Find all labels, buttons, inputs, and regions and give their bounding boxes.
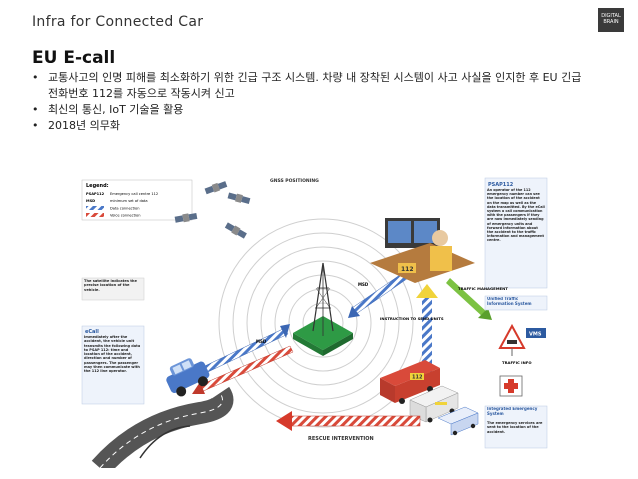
satellite-icon xyxy=(224,222,247,239)
slide-title: EU E-call xyxy=(32,48,116,68)
legend-label-psap: Emergency call centre 112 xyxy=(110,192,158,196)
cell-tower-icon xyxy=(293,262,353,356)
police-car-icon xyxy=(437,406,479,436)
ies-text: The emergency services are sent to the l… xyxy=(487,421,543,434)
traffic-info-label: TRAFFIC INFO xyxy=(502,360,532,365)
msd-label-psap: MSD xyxy=(358,282,369,287)
warning-sign-icon xyxy=(498,323,526,356)
utis-title: Unified Traffic Information System xyxy=(487,297,532,306)
ecall-diagram: Legend: PSAP112 Emergency call centre 11… xyxy=(80,168,550,468)
bullet-list: 교통사고의 인명 피해를 최소화하기 위한 긴급 구조 시스템. 차량 내 장착… xyxy=(32,70,592,134)
psap-box: PSAP112 An operator of the 112 emergency… xyxy=(484,177,548,289)
traffic-management-arrow xyxy=(446,278,492,320)
satellite-icon xyxy=(204,181,228,195)
satellite-icon xyxy=(174,212,198,223)
vms-sign xyxy=(526,328,546,338)
ies-box: Integrated Emergency System The emergenc… xyxy=(484,405,548,449)
bullet-item: 2018년 의무화 xyxy=(32,118,592,134)
ecall-text: Immediately after the accident, the vehi… xyxy=(84,335,141,374)
rescue-intervention-arrow xyxy=(276,411,421,431)
ecall-title: eCall xyxy=(85,329,99,335)
traffic-management-label: TRAFFIC MANAGEMENT xyxy=(458,286,508,291)
bullet-item: 교통사고의 인명 피해를 최소화하기 위한 긴급 구조 시스템. 차량 내 장착… xyxy=(32,70,592,102)
legend-label-voice: Voice connection xyxy=(110,214,141,218)
instruction-label: INSTRUCTION TO SEND UNITS xyxy=(380,316,444,321)
utis-box: Unified Traffic Information System xyxy=(484,295,548,311)
ecall-box: eCall Immediately after the accident, th… xyxy=(81,325,145,405)
truck-badge: 112 xyxy=(412,375,423,381)
bullet-item: 최신의 통신, IoT 기술을 활용 xyxy=(32,102,592,118)
truck-badge-box xyxy=(410,373,424,380)
legend-label-data: Data connection xyxy=(110,207,140,211)
ecall-diagram-svg: Legend: PSAP112 Emergency call centre 11… xyxy=(81,177,548,468)
operator-badge-box xyxy=(398,263,416,273)
operator-desk: 112 xyxy=(370,218,475,283)
operator-badge: 112 xyxy=(401,266,414,273)
gnss-label: GNSS POSITIONING xyxy=(270,178,319,184)
satellite-note-text: The satellite indicates the precise loca… xyxy=(84,279,137,292)
data-connection-swatch xyxy=(86,206,104,210)
legend-label-msd: minimum set of data xyxy=(110,199,148,203)
msd-label-car: MSD xyxy=(256,339,267,344)
vms-label: VMS xyxy=(529,332,542,338)
psap-title: PSAP112 xyxy=(488,182,514,188)
psap-text: An operator of the 112 emergency number … xyxy=(487,188,545,243)
hospital-icon xyxy=(499,375,523,397)
legend: Legend: PSAP112 Emergency call centre 11… xyxy=(81,179,193,221)
satellite-note: The satellite indicates the precise loca… xyxy=(81,277,145,301)
operator-head-icon xyxy=(432,230,448,246)
brand-logo-text: DIGITAL BRAIN xyxy=(601,13,621,25)
voice-connection-swatch xyxy=(86,213,104,217)
rescue-label: RESCUE INTERVENTION xyxy=(308,436,374,442)
satellite-icon xyxy=(227,192,251,205)
brand-logo: DIGITAL BRAIN xyxy=(598,8,624,32)
legend-code-msd: MSD xyxy=(86,199,95,203)
crashed-car-icon xyxy=(166,358,210,397)
fire-truck-icon: 112 xyxy=(380,360,440,404)
voice-arrow-car xyxy=(192,345,294,394)
header-title: Infra for Connected Car xyxy=(32,14,204,30)
ies-title: Integrated Emergency System xyxy=(487,407,538,416)
road xyxy=(91,386,234,468)
legend-code-psap: PSAP112 xyxy=(86,192,105,196)
legend-title: Legend: xyxy=(86,183,109,189)
